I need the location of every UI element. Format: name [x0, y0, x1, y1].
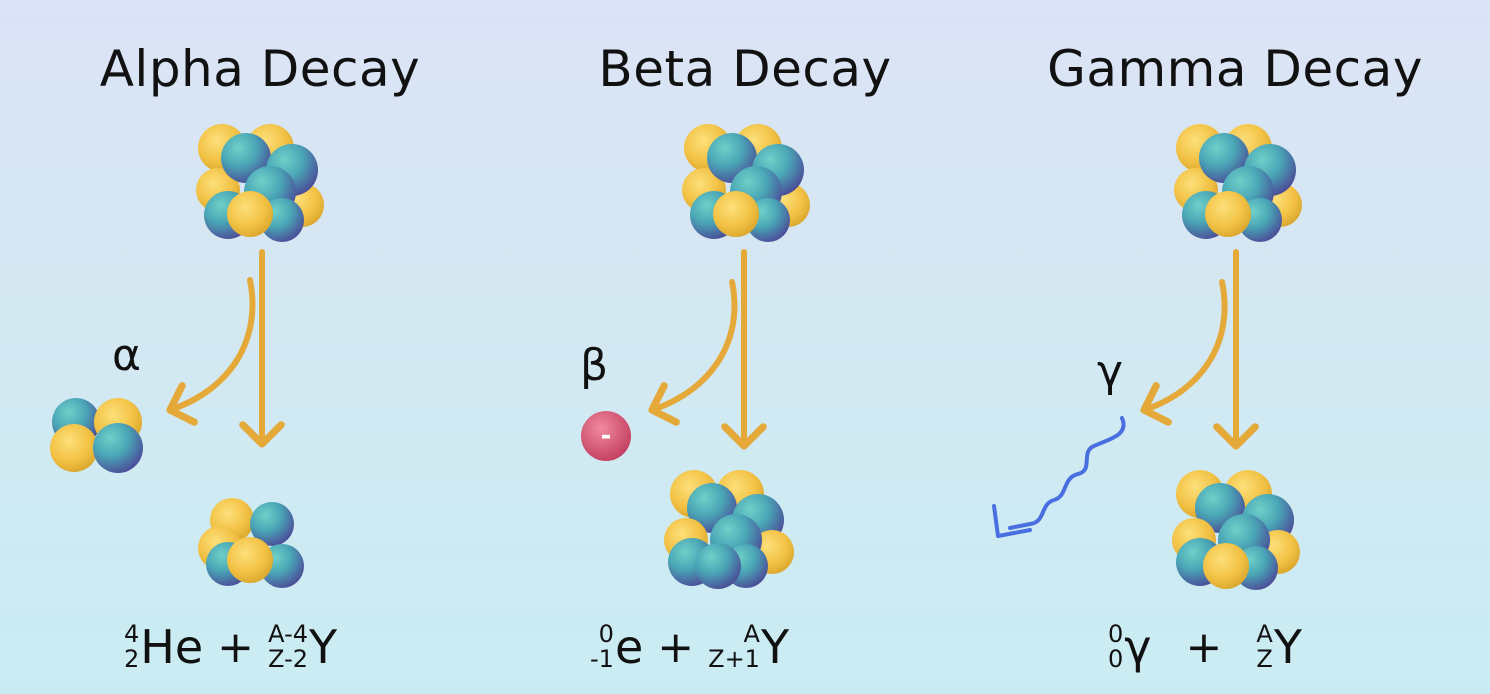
alpha-equation: 4 2 He + A-4 Z-2 Y	[124, 612, 337, 682]
gamma-parent-nucleus	[1174, 124, 1302, 242]
alpha-particle	[50, 398, 143, 473]
alpha-plus-sign: +	[217, 621, 255, 673]
beta-daughter-mass-number: A	[743, 620, 760, 648]
alpha-daughter-nucleus	[198, 498, 304, 588]
gamma-daughter-mass-number: A	[1256, 620, 1273, 648]
gamma-daughter-atomic-number: Z	[1256, 645, 1273, 673]
gamma-curved-arrow	[1140, 279, 1228, 426]
gamma-plus-sign: +	[1185, 621, 1223, 673]
gamma-wave	[992, 416, 1126, 538]
helium-symbol: He	[140, 620, 204, 674]
gamma-label: γ	[1097, 346, 1124, 397]
beta-daughter-atomic-number: Z+1	[708, 645, 760, 673]
beta-curved-arrow	[648, 279, 738, 426]
electron-isotope: 0 -1 e	[590, 620, 644, 674]
alpha-curved-arrow	[166, 277, 256, 426]
beta-daughter-isotope: A Z+1 Y	[708, 620, 790, 674]
helium-atomic-number: 2	[124, 645, 140, 673]
helium-isotope: 4 2 He	[124, 620, 204, 674]
electron-symbol: e	[614, 620, 644, 674]
electron-charge-number: -1	[590, 645, 614, 673]
helium-mass-number: 4	[124, 620, 140, 648]
gamma-equation: 0 0 γ + A Z Y	[1108, 612, 1302, 682]
gamma-daughter-isotope: A Z Y	[1256, 620, 1302, 674]
beta-electron: -	[581, 411, 631, 461]
beta-decay-title: Beta Decay	[598, 40, 892, 98]
alpha-daughter-symbol: Y	[309, 620, 338, 674]
alpha-parent-nucleus	[196, 124, 324, 242]
alpha-daughter-mass-number: A-4	[268, 620, 308, 648]
gamma-atomic-number: 0	[1108, 645, 1124, 673]
beta-plus-sign: +	[657, 621, 695, 673]
alpha-daughter-atomic-number: Z-2	[268, 645, 308, 673]
gamma-photon-isotope: 0 0 γ	[1108, 620, 1152, 674]
beta-parent-nucleus	[682, 124, 810, 242]
alpha-decay-title: Alpha Decay	[99, 40, 421, 98]
beta-daughter-symbol: Y	[760, 620, 790, 674]
alpha-daughter-isotope: A-4 Z-2 Y	[268, 620, 338, 674]
gamma-decay-title: Gamma Decay	[1047, 40, 1423, 98]
beta-equation: 0 -1 e + A Z+1 Y	[590, 612, 789, 682]
electron-sign: -	[601, 421, 612, 451]
gamma-daughter-nucleus	[1172, 470, 1300, 590]
gamma-daughter-symbol: Y	[1273, 620, 1302, 674]
gamma-symbol: γ	[1124, 620, 1152, 674]
beta-daughter-nucleus	[664, 470, 794, 589]
alpha-label: α	[112, 330, 142, 381]
electron-mass-number: 0	[598, 620, 614, 648]
gamma-mass-number: 0	[1108, 620, 1124, 648]
beta-label: β	[580, 340, 609, 391]
